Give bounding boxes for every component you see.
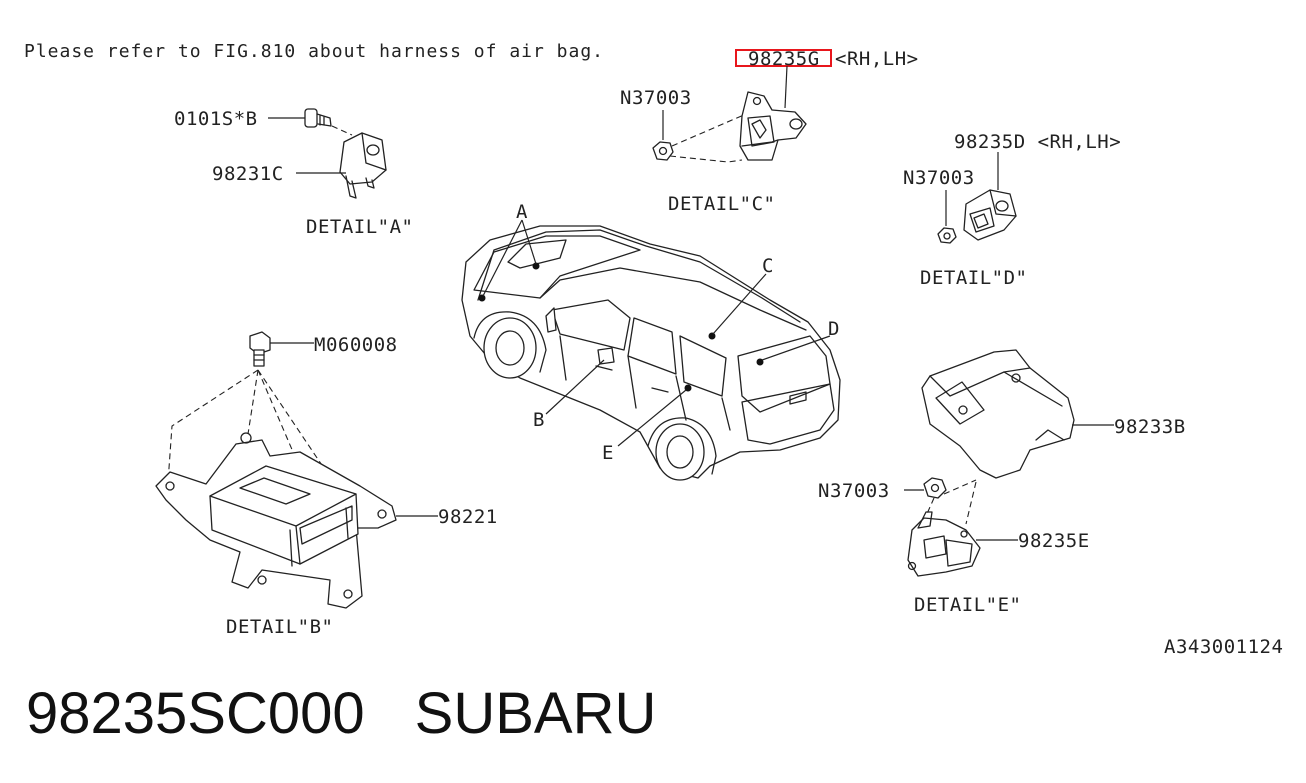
detail-c: 98235G <RH,LH> N37003 DETAIL"C" <box>620 48 919 215</box>
sensor-c-icon <box>739 91 807 161</box>
label-bolt-a[interactable]: 0101S*B <box>174 108 258 130</box>
detail-e-title: DETAIL"E" <box>914 594 1021 616</box>
detail-c-title: DETAIL"C" <box>668 193 775 215</box>
nut-c-icon <box>652 141 674 161</box>
harness-note: Please refer to FIG.810 about harness of… <box>24 41 604 62</box>
detail-b: M060008 98221 DETAIL"B" <box>155 331 498 638</box>
vehicle-icon: A C D B E <box>461 201 841 481</box>
cover-e-icon <box>921 349 1075 479</box>
label-sensor-d[interactable]: 98235D <RH,LH> <box>954 131 1121 153</box>
unit-b-icon <box>155 432 397 609</box>
label-unit-b[interactable]: 98221 <box>438 506 498 528</box>
detail-d: 98235D <RH,LH> N37003 DETAIL"D" <box>903 131 1121 289</box>
sensor-d-icon <box>963 189 1017 241</box>
label-nut-c[interactable]: N37003 <box>620 87 692 109</box>
label-sensor-c-side: <RH,LH> <box>835 48 919 70</box>
highlight-box <box>735 49 832 67</box>
caption-brand: SUBARU <box>414 681 657 746</box>
nut-e-icon <box>923 477 947 499</box>
sensor-e-icon <box>907 511 981 577</box>
detail-a-title: DETAIL"A" <box>306 216 413 238</box>
car-label-a: A <box>516 201 528 223</box>
label-bolt-b[interactable]: M060008 <box>314 334 398 356</box>
car-label-c: C <box>762 255 774 277</box>
label-sensor-a[interactable]: 98231C <box>212 163 284 185</box>
caption: 98235SC000 SUBARU <box>26 680 656 747</box>
detail-b-title: DETAIL"B" <box>226 616 333 638</box>
sensor-a-icon <box>339 132 387 199</box>
detail-d-title: DETAIL"D" <box>920 267 1027 289</box>
figure-code: A343001124 <box>1164 636 1283 658</box>
detail-e: 98233B N37003 98235E DETAIL"E" <box>818 349 1186 616</box>
car-label-e: E <box>602 442 614 464</box>
label-nut-e[interactable]: N37003 <box>818 480 890 502</box>
detail-a: 0101S*B 98231C DETAIL"A" <box>174 108 413 238</box>
nut-d-icon <box>937 227 957 244</box>
caption-part-number: 98235SC000 <box>26 681 365 746</box>
bolt-a-icon <box>304 108 332 128</box>
bolt-b-icon <box>249 331 271 367</box>
label-cover-e[interactable]: 98233B <box>1114 416 1186 438</box>
car-label-d: D <box>828 318 840 340</box>
car-label-b: B <box>533 409 545 431</box>
label-sensor-c[interactable]: 98235G <box>748 48 820 70</box>
label-sensor-e[interactable]: 98235E <box>1018 530 1090 552</box>
label-nut-d[interactable]: N37003 <box>903 167 975 189</box>
